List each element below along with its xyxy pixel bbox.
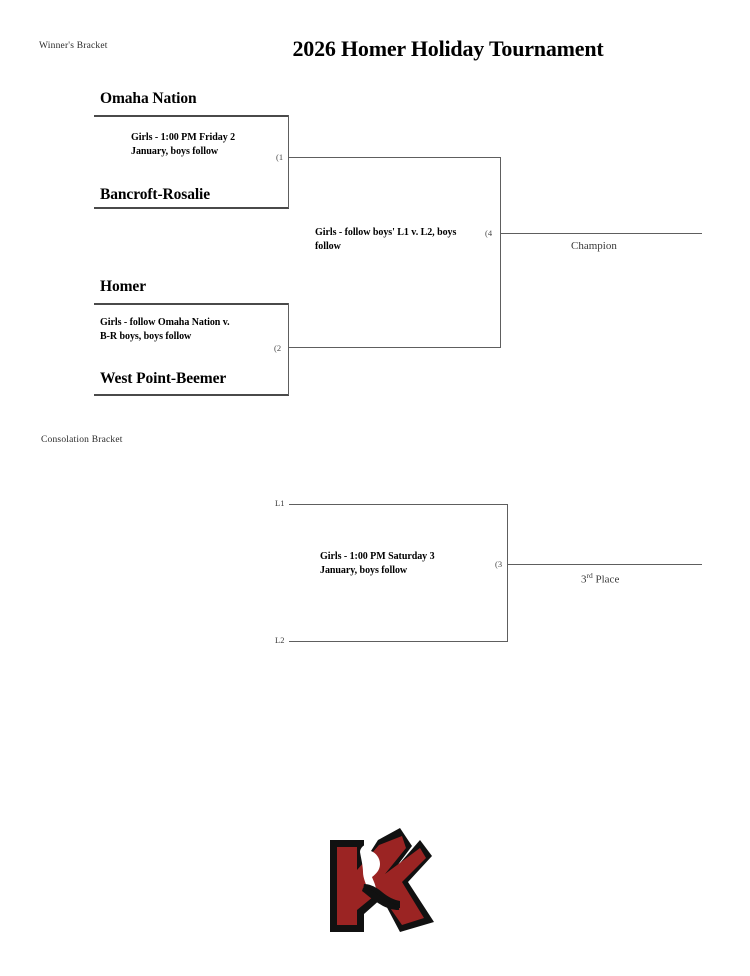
consolation-top-line: [289, 504, 508, 505]
match2-top-rule: [94, 303, 289, 305]
match2-game-tag: (2: [274, 343, 282, 353]
consolation-match-info: Girls - 1:00 PM Saturday 3 January, boys…: [320, 551, 435, 576]
team-name-homer: Homer: [100, 278, 146, 295]
third-place-number: 3: [581, 573, 587, 586]
page-title: 2026 Homer Holiday Tournament: [292, 36, 604, 61]
match1-info: Girls - 1:00 PM Friday 2 January, boys f…: [131, 132, 236, 157]
match1-game-tag: (1: [276, 152, 284, 162]
team-name-omaha-nation: Omaha Nation: [100, 90, 197, 107]
homer-knights-k-logo: [316, 826, 434, 934]
team-name-west-point-beemer: West Point-Beemer: [100, 370, 227, 387]
consolation-bottom-line: [289, 641, 508, 642]
match2-info: Girls - follow Omaha Nation v. B-R boys,…: [100, 317, 230, 342]
winners-bracket-label: Winner's Bracket: [39, 41, 108, 51]
third-place-line: [508, 564, 702, 565]
consolation-slot-l2: L2: [275, 635, 285, 645]
third-place-ordinal-suffix: rd: [586, 571, 593, 580]
match1-right-connector: [288, 115, 289, 208]
consolation-game-tag: (3: [495, 559, 503, 569]
match2-bottom-rule: [94, 394, 289, 396]
champion-label: Champion: [571, 240, 617, 252]
final-game-tag: (4: [485, 228, 493, 238]
third-place-label: 3rd Place: [581, 571, 619, 586]
consolation-bracket-label: Consolation Bracket: [41, 435, 123, 445]
match1-top-rule: [94, 115, 289, 117]
match1-to-final-line: [289, 157, 501, 158]
match1-bottom-rule: [94, 207, 289, 209]
consolation-vertical-connector: [507, 504, 508, 642]
match2-to-final-line: [289, 347, 501, 348]
consolation-slot-l1: L1: [275, 498, 285, 508]
team-name-bancroft-rosalie: Bancroft-Rosalie: [100, 186, 211, 203]
final-vertical-connector: [500, 157, 501, 348]
k-logo-icon: [330, 828, 434, 932]
match2-right-connector: [288, 303, 289, 395]
final-match-info: Girls - follow boys' L1 v. L2, boys foll…: [315, 227, 457, 252]
third-place-word: Place: [595, 573, 620, 586]
champion-line: [501, 233, 702, 234]
